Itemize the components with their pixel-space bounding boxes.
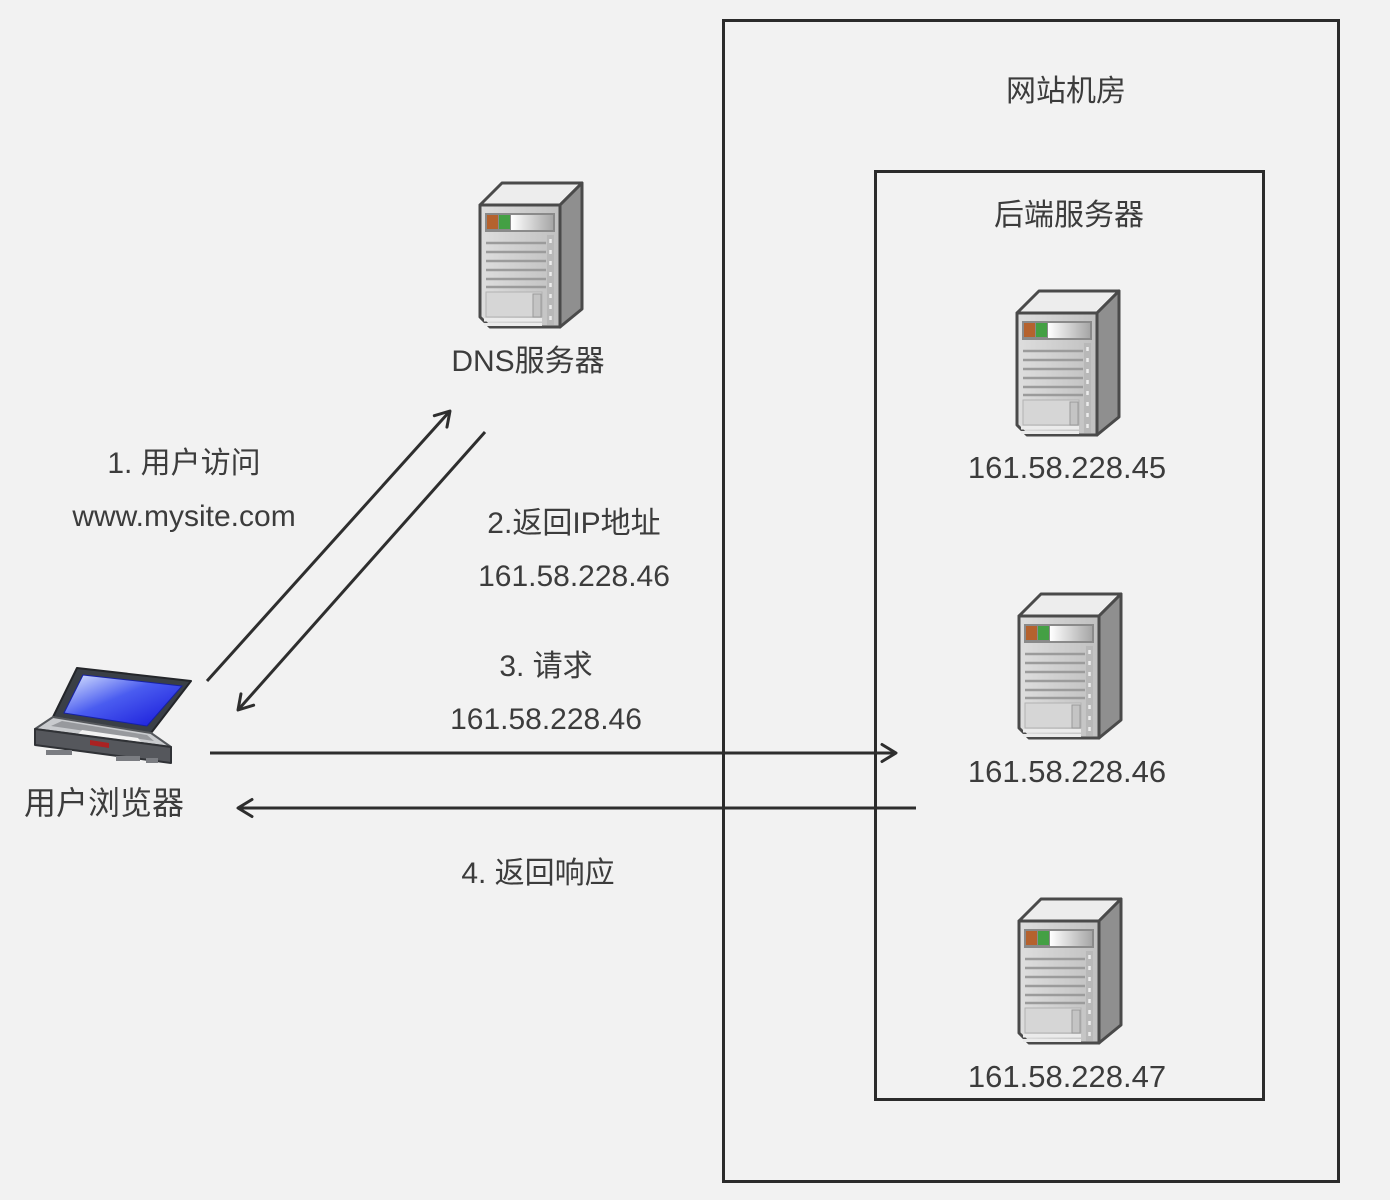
flow-2-step: 2.返回IP地址 [487, 507, 661, 540]
flow-3-detail: 161.58.228.46 [450, 703, 642, 736]
backend-title: 后端服务器 [994, 199, 1144, 232]
backend-server-icon-3 [1008, 891, 1130, 1049]
backend-server-ip-1: 161.58.228.45 [967, 450, 1167, 485]
flow-1-step: 1. 用户访问 [107, 447, 261, 480]
dns-server-icon [463, 175, 597, 333]
flow-1-label: 1. 用户访问 www.mysite.com [72, 437, 295, 543]
user-browser-label: 用户浏览器 [23, 785, 185, 821]
backend-server-icon-1 [1006, 283, 1128, 441]
datacenter-box [722, 19, 1340, 1183]
laptop-icon [20, 666, 202, 784]
flow-2-detail: 161.58.228.46 [478, 560, 670, 593]
datacenter-title: 网站机房 [1006, 75, 1126, 108]
flow-1-detail: www.mysite.com [72, 500, 296, 533]
flow-4-step: 4. 返回响应 [461, 857, 615, 890]
flow-4-label: 4. 返回响应 [461, 847, 614, 900]
backend-server-ip-2: 161.58.228.46 [967, 754, 1167, 789]
backend-servers-box [874, 170, 1265, 1101]
flow-2-label: 2.返回IP地址 161.58.228.46 [478, 497, 670, 603]
flow-3-label: 3. 请求 161.58.228.46 [450, 640, 642, 746]
dns-server-label: DNS服务器 [451, 345, 605, 378]
flow-3-step: 3. 请求 [499, 650, 593, 683]
backend-server-ip-3: 161.58.228.47 [967, 1059, 1167, 1094]
backend-server-icon-2 [1008, 586, 1130, 744]
